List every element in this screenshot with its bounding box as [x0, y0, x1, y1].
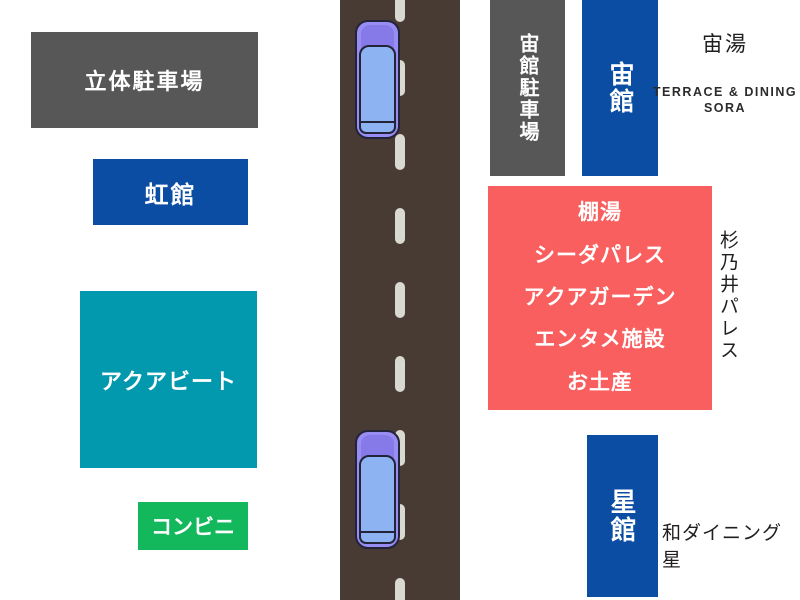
wa-dining-hoshi-label: 和ダイニング星 [662, 523, 783, 571]
car-rear-window-line [361, 531, 394, 533]
sora-kan-box: 宙館 [582, 0, 658, 176]
sora-kan-label: 宙館 [606, 61, 634, 115]
palace-facility-cedar-palace: シーダパレス [534, 243, 666, 267]
niji-kan-box: 虹館 [93, 159, 248, 225]
palace-facility-aqua-garden: アクアガーデン [523, 285, 677, 309]
palace-facility-entertainment: エンタメ施設 [534, 328, 666, 352]
lane-dash [395, 134, 405, 170]
terrace-dining-sora-label: TERRACE & DINING SORA [648, 84, 800, 116]
car-rear-window-line [361, 121, 394, 123]
terrace-dining-line1: TERRACE & DINING [652, 85, 798, 99]
aqua-beat-box: アクアビート [80, 291, 257, 468]
lane-dash [395, 430, 405, 466]
parking-garage-label: 立体駐車場 [84, 69, 205, 94]
lane-dash [395, 208, 405, 244]
lane-dash [395, 578, 405, 600]
terrace-dining-line2: SORA [703, 101, 747, 115]
sora-yu-label: 宙湯 [702, 33, 748, 56]
lane-dash [395, 0, 405, 22]
road [340, 0, 460, 600]
car-cabin [359, 45, 396, 134]
suginoi-palace-label: 杉乃井パレス [717, 230, 738, 362]
car-icon-bottom [355, 430, 400, 549]
car-icon-top [355, 20, 400, 139]
niji-kan-label: 虹館 [144, 181, 197, 209]
sora-kan-parking-label: 宙館駐車場 [516, 33, 538, 143]
konbini-box: コンビニ [138, 502, 248, 550]
palace-facility-souvenir: お土産 [567, 370, 633, 394]
palace-facility-tanayu: 棚湯 [578, 201, 622, 225]
parking-garage-box: 立体駐車場 [31, 32, 258, 128]
lane-dash [395, 282, 405, 318]
lane-dash [395, 60, 405, 96]
sora-kan-parking-box: 宙館駐車場 [490, 0, 565, 176]
lane-dash [395, 504, 405, 540]
car-cabin [359, 455, 396, 544]
lane-dash [395, 356, 405, 392]
palace-facilities-box: 棚湯 シーダパレス アクアガーデン エンタメ施設 お土産 [488, 186, 712, 410]
aqua-beat-label: アクアビート [100, 368, 237, 394]
road-center-line [395, 0, 405, 600]
hoshi-kan-label: 星館 [607, 488, 637, 544]
konbini-label: コンビニ [151, 516, 235, 539]
hoshi-kan-box: 星館 [587, 435, 658, 597]
